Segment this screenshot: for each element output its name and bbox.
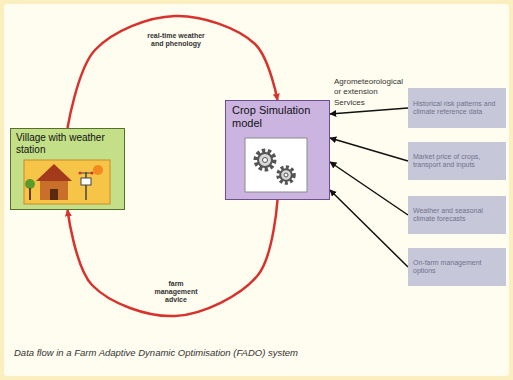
station-mast <box>85 172 87 200</box>
hut-door <box>50 189 58 200</box>
station-box <box>81 178 91 185</box>
gears-icon <box>245 138 307 192</box>
gear <box>280 169 292 181</box>
tree <box>25 179 35 189</box>
node-text: Market price of crops, transport and inp… <box>413 153 501 170</box>
gear-hub <box>284 173 288 177</box>
node-text: Historical risk patterns and climate ref… <box>413 100 501 117</box>
input-arrow <box>330 108 408 114</box>
advice-arc <box>68 200 278 316</box>
node-text: Village with weather station <box>16 132 119 156</box>
village-box: Village with weather station <box>10 128 125 210</box>
hut-roof <box>36 164 72 181</box>
edge-label: real-time weather and phenology <box>146 32 206 48</box>
gear-teeth <box>279 168 294 183</box>
node-text: Crop Simulation model <box>232 104 323 130</box>
hut-wall <box>40 180 68 200</box>
village-picture <box>24 160 110 204</box>
input-arrow <box>330 162 408 215</box>
input-box: On-farm management options <box>408 248 506 286</box>
caption: Data flow in a Farm Adaptive Dynamic Opt… <box>14 347 504 358</box>
process-box: Crop Simulation model <box>225 100 330 200</box>
anemometer <box>80 173 92 174</box>
gear-hub <box>263 158 268 163</box>
edge-label: farm management advice <box>146 280 206 304</box>
tree-trunk <box>29 188 31 200</box>
gear <box>258 153 272 167</box>
label-holder: Agrometeorological or extension Services <box>334 77 406 108</box>
node-text: On-farm management options <box>413 259 501 276</box>
input-arrow <box>330 138 408 161</box>
icon-panel <box>245 138 307 192</box>
service-label: Agrometeorological or extension Services <box>334 77 406 108</box>
sun <box>93 165 103 175</box>
node-text: Weather and seasonal climate forecasts <box>413 207 501 224</box>
input-box: Weather and seasonal climate forecasts <box>408 196 506 234</box>
input-arrow <box>330 190 408 267</box>
edge-label-holder: farm management advice <box>146 280 206 304</box>
edge-label-holder: real-time weather and phenology <box>146 32 206 48</box>
caption-holder: Data flow in a Farm Adaptive Dynamic Opt… <box>14 347 504 358</box>
anemometer-cup <box>91 172 94 175</box>
gear-teeth <box>256 151 274 169</box>
picture-ground <box>24 160 110 204</box>
anemometer-cup <box>79 172 82 175</box>
input-box: Historical risk patterns and climate ref… <box>408 88 506 128</box>
input-box: Market price of crops, transport and inp… <box>408 142 506 180</box>
